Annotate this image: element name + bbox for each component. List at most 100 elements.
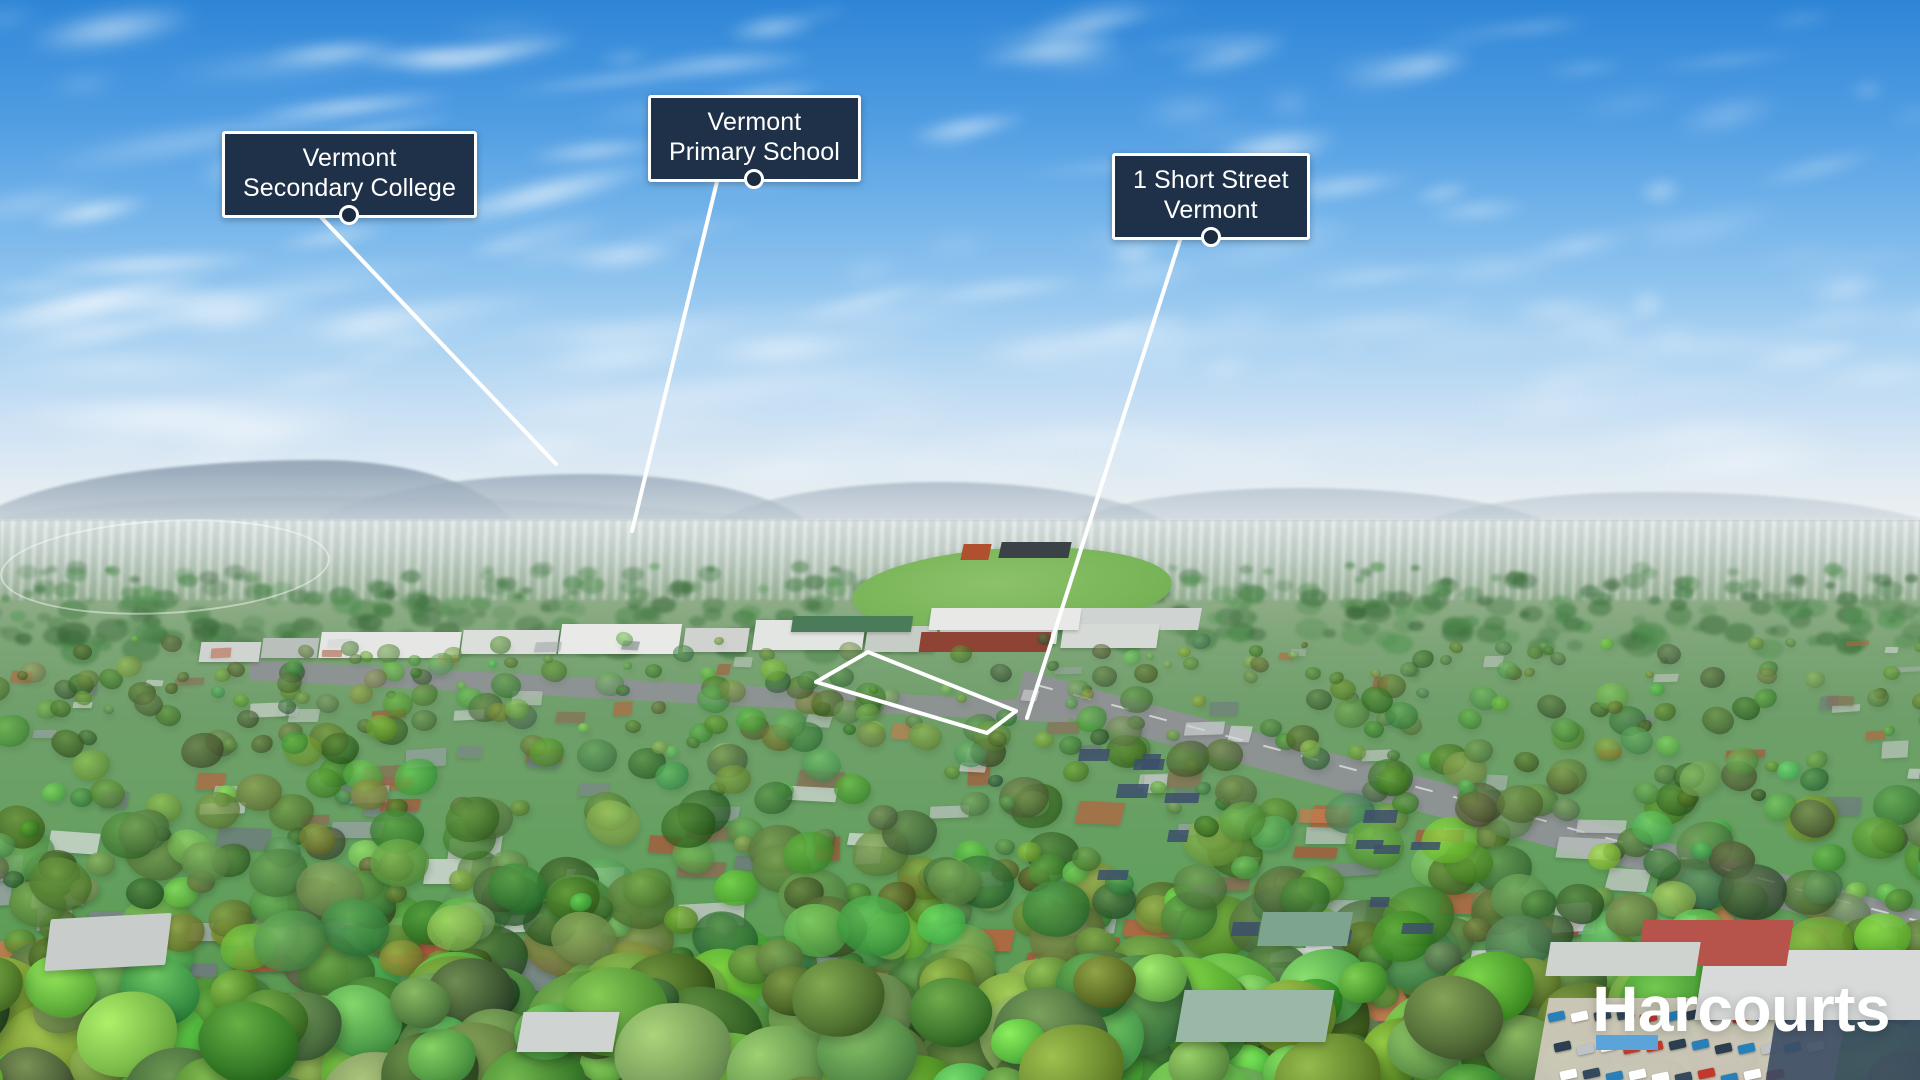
distant-tree (1239, 564, 1253, 574)
distant-tree (1226, 625, 1252, 643)
distant-tree (191, 618, 219, 637)
distant-tree (1355, 576, 1365, 583)
distant-tree (1640, 567, 1658, 579)
distant-tree (1604, 577, 1622, 589)
solar-panel (1097, 870, 1129, 880)
distant-tree (1859, 594, 1881, 609)
tree-canopy (1522, 666, 1536, 679)
distant-tree (1562, 616, 1584, 631)
distant-tree (37, 612, 51, 622)
distant-tree (1504, 571, 1527, 586)
tree-canopy (713, 763, 751, 795)
tree-canopy (488, 659, 499, 669)
distant-tree (1215, 608, 1244, 627)
distant-tree (1224, 596, 1239, 606)
foreground-house-roof (44, 912, 172, 972)
distant-tree (1674, 586, 1694, 600)
house-roof (321, 649, 343, 658)
distant-tree (1740, 590, 1756, 602)
distant-tree (529, 564, 551, 579)
distant-tree (1726, 567, 1740, 576)
tree-canopy (1598, 636, 1616, 652)
solar-panel (1369, 897, 1390, 907)
distant-tree (289, 617, 324, 641)
distant-tree (1787, 574, 1809, 589)
distant-tree (46, 617, 68, 631)
distant-tree (192, 625, 218, 643)
distant-tree (64, 567, 87, 582)
distant-tree (504, 587, 529, 604)
distant-tree (1848, 619, 1873, 636)
tree-canopy (987, 661, 1014, 686)
distant-tree (621, 566, 644, 582)
distant-tree (413, 588, 427, 598)
distant-tree (687, 581, 703, 592)
distant-tree (89, 633, 108, 646)
distant-tree (133, 601, 159, 619)
distant-tree (1566, 639, 1584, 651)
distant-tree (614, 607, 643, 627)
distant-tree (332, 596, 361, 616)
distant-tree (1905, 574, 1919, 584)
tree-canopy (1653, 733, 1683, 759)
distant-tree (1672, 576, 1691, 589)
suburban-ground (0, 511, 1920, 1080)
tree-canopy (1438, 653, 1453, 666)
distant-tree (1630, 561, 1651, 575)
distant-tree (1394, 606, 1406, 615)
distant-tree (1323, 629, 1337, 638)
house-roof (1826, 695, 1855, 707)
house-roof (1576, 819, 1628, 834)
distant-tree (1823, 563, 1843, 576)
distant-tree (141, 626, 167, 643)
tree-canopy (1911, 692, 1920, 712)
distant-tree (799, 597, 820, 611)
distant-tree (532, 562, 554, 577)
distant-tree (1207, 612, 1225, 624)
distant-tree (373, 602, 393, 615)
distant-tree (128, 575, 140, 583)
distant-tree (1362, 600, 1390, 618)
distant-tree (134, 621, 167, 644)
distant-tree (115, 618, 127, 627)
distant-tree (1195, 574, 1210, 584)
distant-tree (1547, 594, 1574, 612)
distant-tree (198, 570, 219, 585)
solar-panel (1166, 830, 1190, 842)
distant-tree (804, 595, 835, 616)
distant-tree (1724, 581, 1744, 595)
distant-tree (1790, 575, 1806, 586)
tree-canopy (369, 838, 430, 888)
distant-tree (830, 565, 842, 574)
solar-panel (1230, 922, 1261, 936)
house-roof (1884, 647, 1899, 654)
tree-canopy (16, 670, 28, 681)
tree-canopy (1091, 643, 1111, 660)
tree-canopy (622, 661, 634, 672)
watermark-accent-bar (1596, 1035, 1659, 1050)
distant-tree (649, 562, 660, 570)
tree-canopy (624, 719, 642, 734)
tree-canopy (1882, 665, 1900, 681)
distant-tree (132, 586, 160, 604)
distant-tree (825, 577, 841, 588)
distant-tree (46, 565, 58, 574)
tree-canopy (1033, 731, 1054, 749)
distant-tree (1246, 613, 1258, 621)
oval-clubroom (960, 544, 992, 560)
distant-tree (667, 582, 692, 599)
distant-tree (446, 608, 476, 628)
tree-canopy (1415, 686, 1431, 700)
distant-tree (1274, 579, 1293, 592)
distant-tree (1423, 593, 1448, 610)
distant-tree (233, 573, 246, 582)
tree-canopy (0, 675, 11, 702)
distant-tree (1486, 596, 1516, 616)
tree-canopy (1191, 693, 1208, 709)
tree-canopy (832, 772, 872, 807)
distant-tree (105, 566, 120, 576)
distant-tree (1370, 562, 1386, 573)
